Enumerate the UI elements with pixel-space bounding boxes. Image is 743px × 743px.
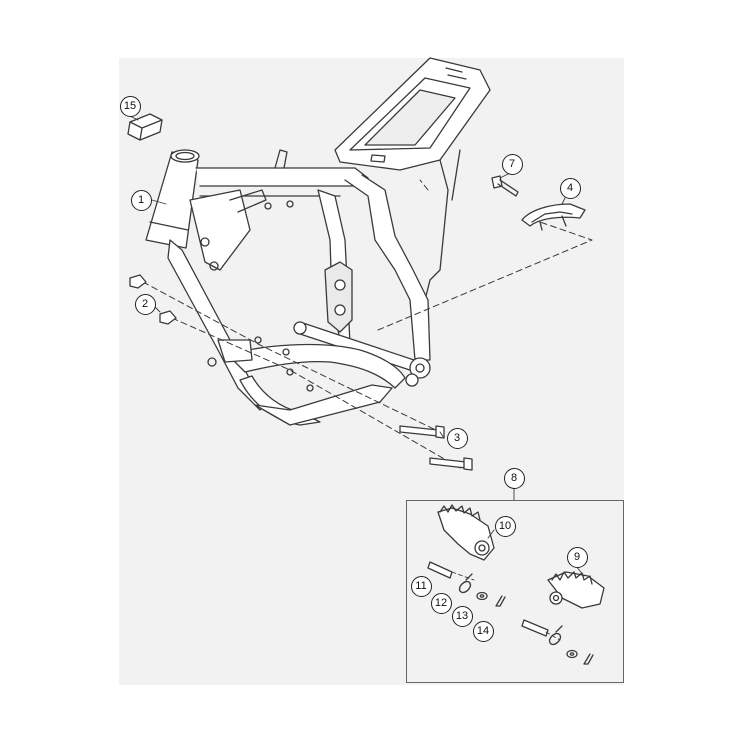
chain-guide-screw [491, 175, 519, 197]
top-tube [195, 167, 369, 187]
callout-8[interactable]: 8 [503, 467, 525, 489]
main-frame-spars [293, 174, 431, 387]
steering-head-cap [127, 113, 163, 141]
steering-head [145, 149, 200, 249]
frame-nuts [129, 274, 177, 325]
footrest-parts [427, 504, 605, 665]
callout-15[interactable]: 15 [119, 95, 141, 117]
chain-guide [521, 203, 586, 231]
rear-subframe [334, 57, 491, 301]
engine-cradle [207, 336, 406, 426]
callout-3[interactable]: 3 [446, 427, 468, 449]
callout-9[interactable]: 9 [566, 546, 588, 568]
assembly-lines [142, 179, 593, 469]
callout-13[interactable]: 13 [451, 605, 473, 627]
callout-2[interactable]: 2 [134, 293, 156, 315]
footrest-kit-box [406, 500, 624, 683]
callout-12[interactable]: 12 [430, 592, 452, 614]
callout-1[interactable]: 1 [130, 189, 152, 211]
callout-7[interactable]: 7 [501, 153, 523, 175]
callout-14[interactable]: 14 [472, 620, 494, 642]
callout-10[interactable]: 10 [494, 515, 516, 537]
callout-4[interactable]: 4 [559, 177, 581, 199]
callout-11[interactable]: 11 [410, 575, 432, 597]
